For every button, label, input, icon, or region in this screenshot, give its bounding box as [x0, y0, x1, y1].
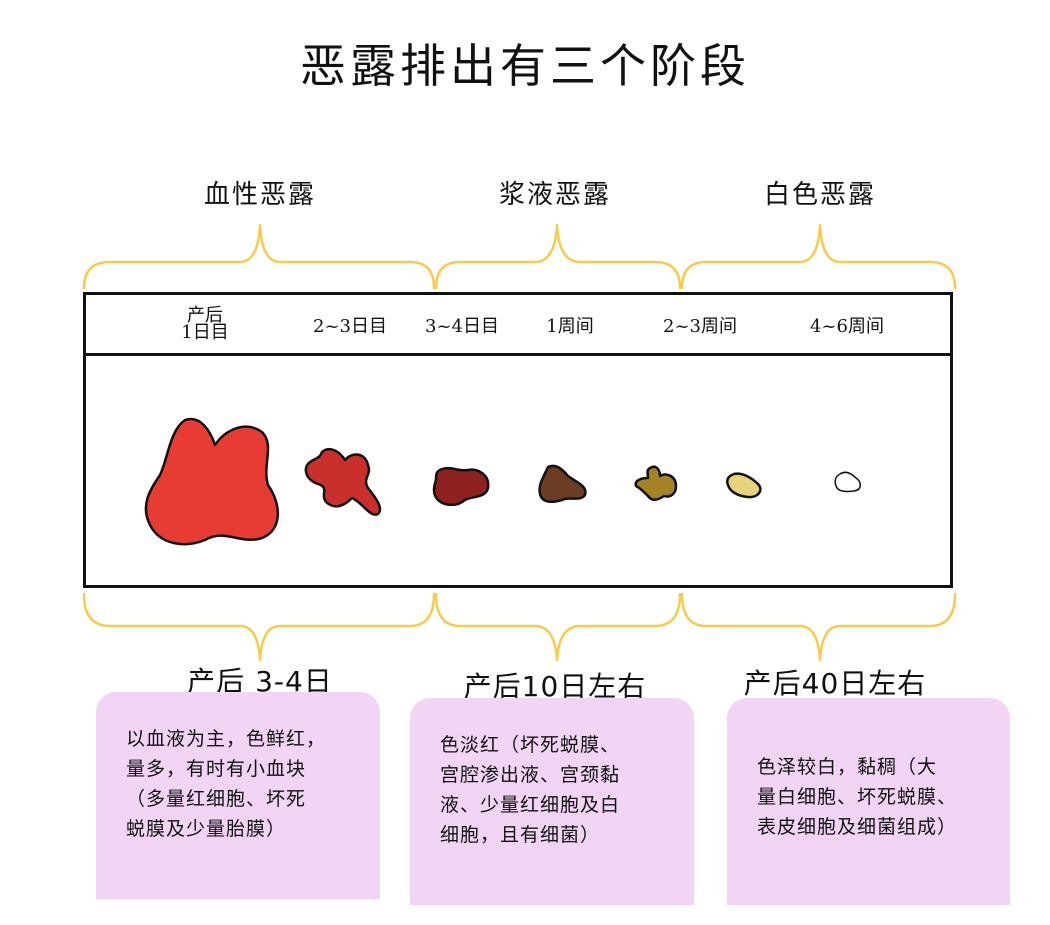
description-line: 宫腔渗出液、宫颈黏 [440, 764, 621, 786]
stage-title-blood: 血性恶露 [203, 180, 316, 210]
time-label-day3-4: 3~4日目 [425, 316, 499, 337]
description-line: 液、少量红细胞及白 [440, 794, 621, 816]
duration-white: 产后40日左右 [743, 667, 927, 700]
description-line: 表皮细胞及细菌组成） [757, 816, 958, 838]
time-label-day1-line2: 1日目 [181, 322, 229, 343]
time-label-week2-3: 2~3周间 [663, 316, 737, 337]
blob-week1 [538, 464, 587, 504]
description-line: （多量红细胞、坏死 [126, 788, 307, 810]
description-box-white: 色泽较白，黏稠（大 量白细胞、坏死蜕膜、 表皮细胞及细菌组成） [727, 698, 1010, 905]
stage-title-white: 白色恶露 [763, 180, 876, 210]
description-box-blood: 以血液为主，色鲜红， 量多，有时有小血块 （多量红细胞、坏死 蜕膜及少量胎膜） [96, 692, 380, 899]
time-label-day1-line1: 产后 [187, 305, 223, 326]
description-line: 色淡红（坏死蜕膜、 [440, 734, 621, 756]
bottom-bracket-serous [434, 592, 682, 662]
description-line: 量多，有时有小血块 [126, 758, 307, 780]
timeline-divider [83, 353, 953, 356]
description-line: 细胞，且有细菌） [440, 824, 601, 846]
blob-week4-6 [726, 472, 762, 499]
timeline-box [83, 292, 953, 588]
description-line: 以血液为主，色鲜红， [126, 728, 327, 750]
top-bracket-blood [82, 223, 436, 290]
blob-day3-4 [432, 466, 490, 507]
time-label-day1: 产后 1日目 [165, 305, 245, 343]
time-label-week4-6: 4~6周间 [810, 316, 884, 337]
blob-week2-3 [634, 465, 678, 501]
bottom-bracket-white [680, 592, 957, 662]
blob-final [834, 471, 861, 493]
blob-day2-3 [304, 447, 382, 516]
time-label-week1: 1周间 [546, 316, 594, 337]
duration-serous: 产后10日左右 [463, 670, 647, 703]
page-title: 恶露排出有三个阶段 [300, 39, 750, 93]
top-bracket-serous [434, 223, 682, 290]
description-line: 量白细胞、坏死蜕膜、 [757, 786, 958, 808]
top-bracket-white [680, 223, 957, 290]
description-line: 蜕膜及少量胎膜） [126, 818, 287, 840]
blob-day1 [144, 417, 280, 546]
description-line: 色泽较白，黏稠（大 [757, 756, 938, 778]
stage-title-serous: 浆液恶露 [498, 180, 611, 210]
description-box-serous: 色淡红（坏死蜕膜、 宫腔渗出液、宫颈黏 液、少量红细胞及白 细胞，且有细菌） [410, 698, 694, 905]
time-label-day2-3: 2~3日目 [313, 316, 387, 337]
bottom-bracket-blood [82, 592, 436, 662]
